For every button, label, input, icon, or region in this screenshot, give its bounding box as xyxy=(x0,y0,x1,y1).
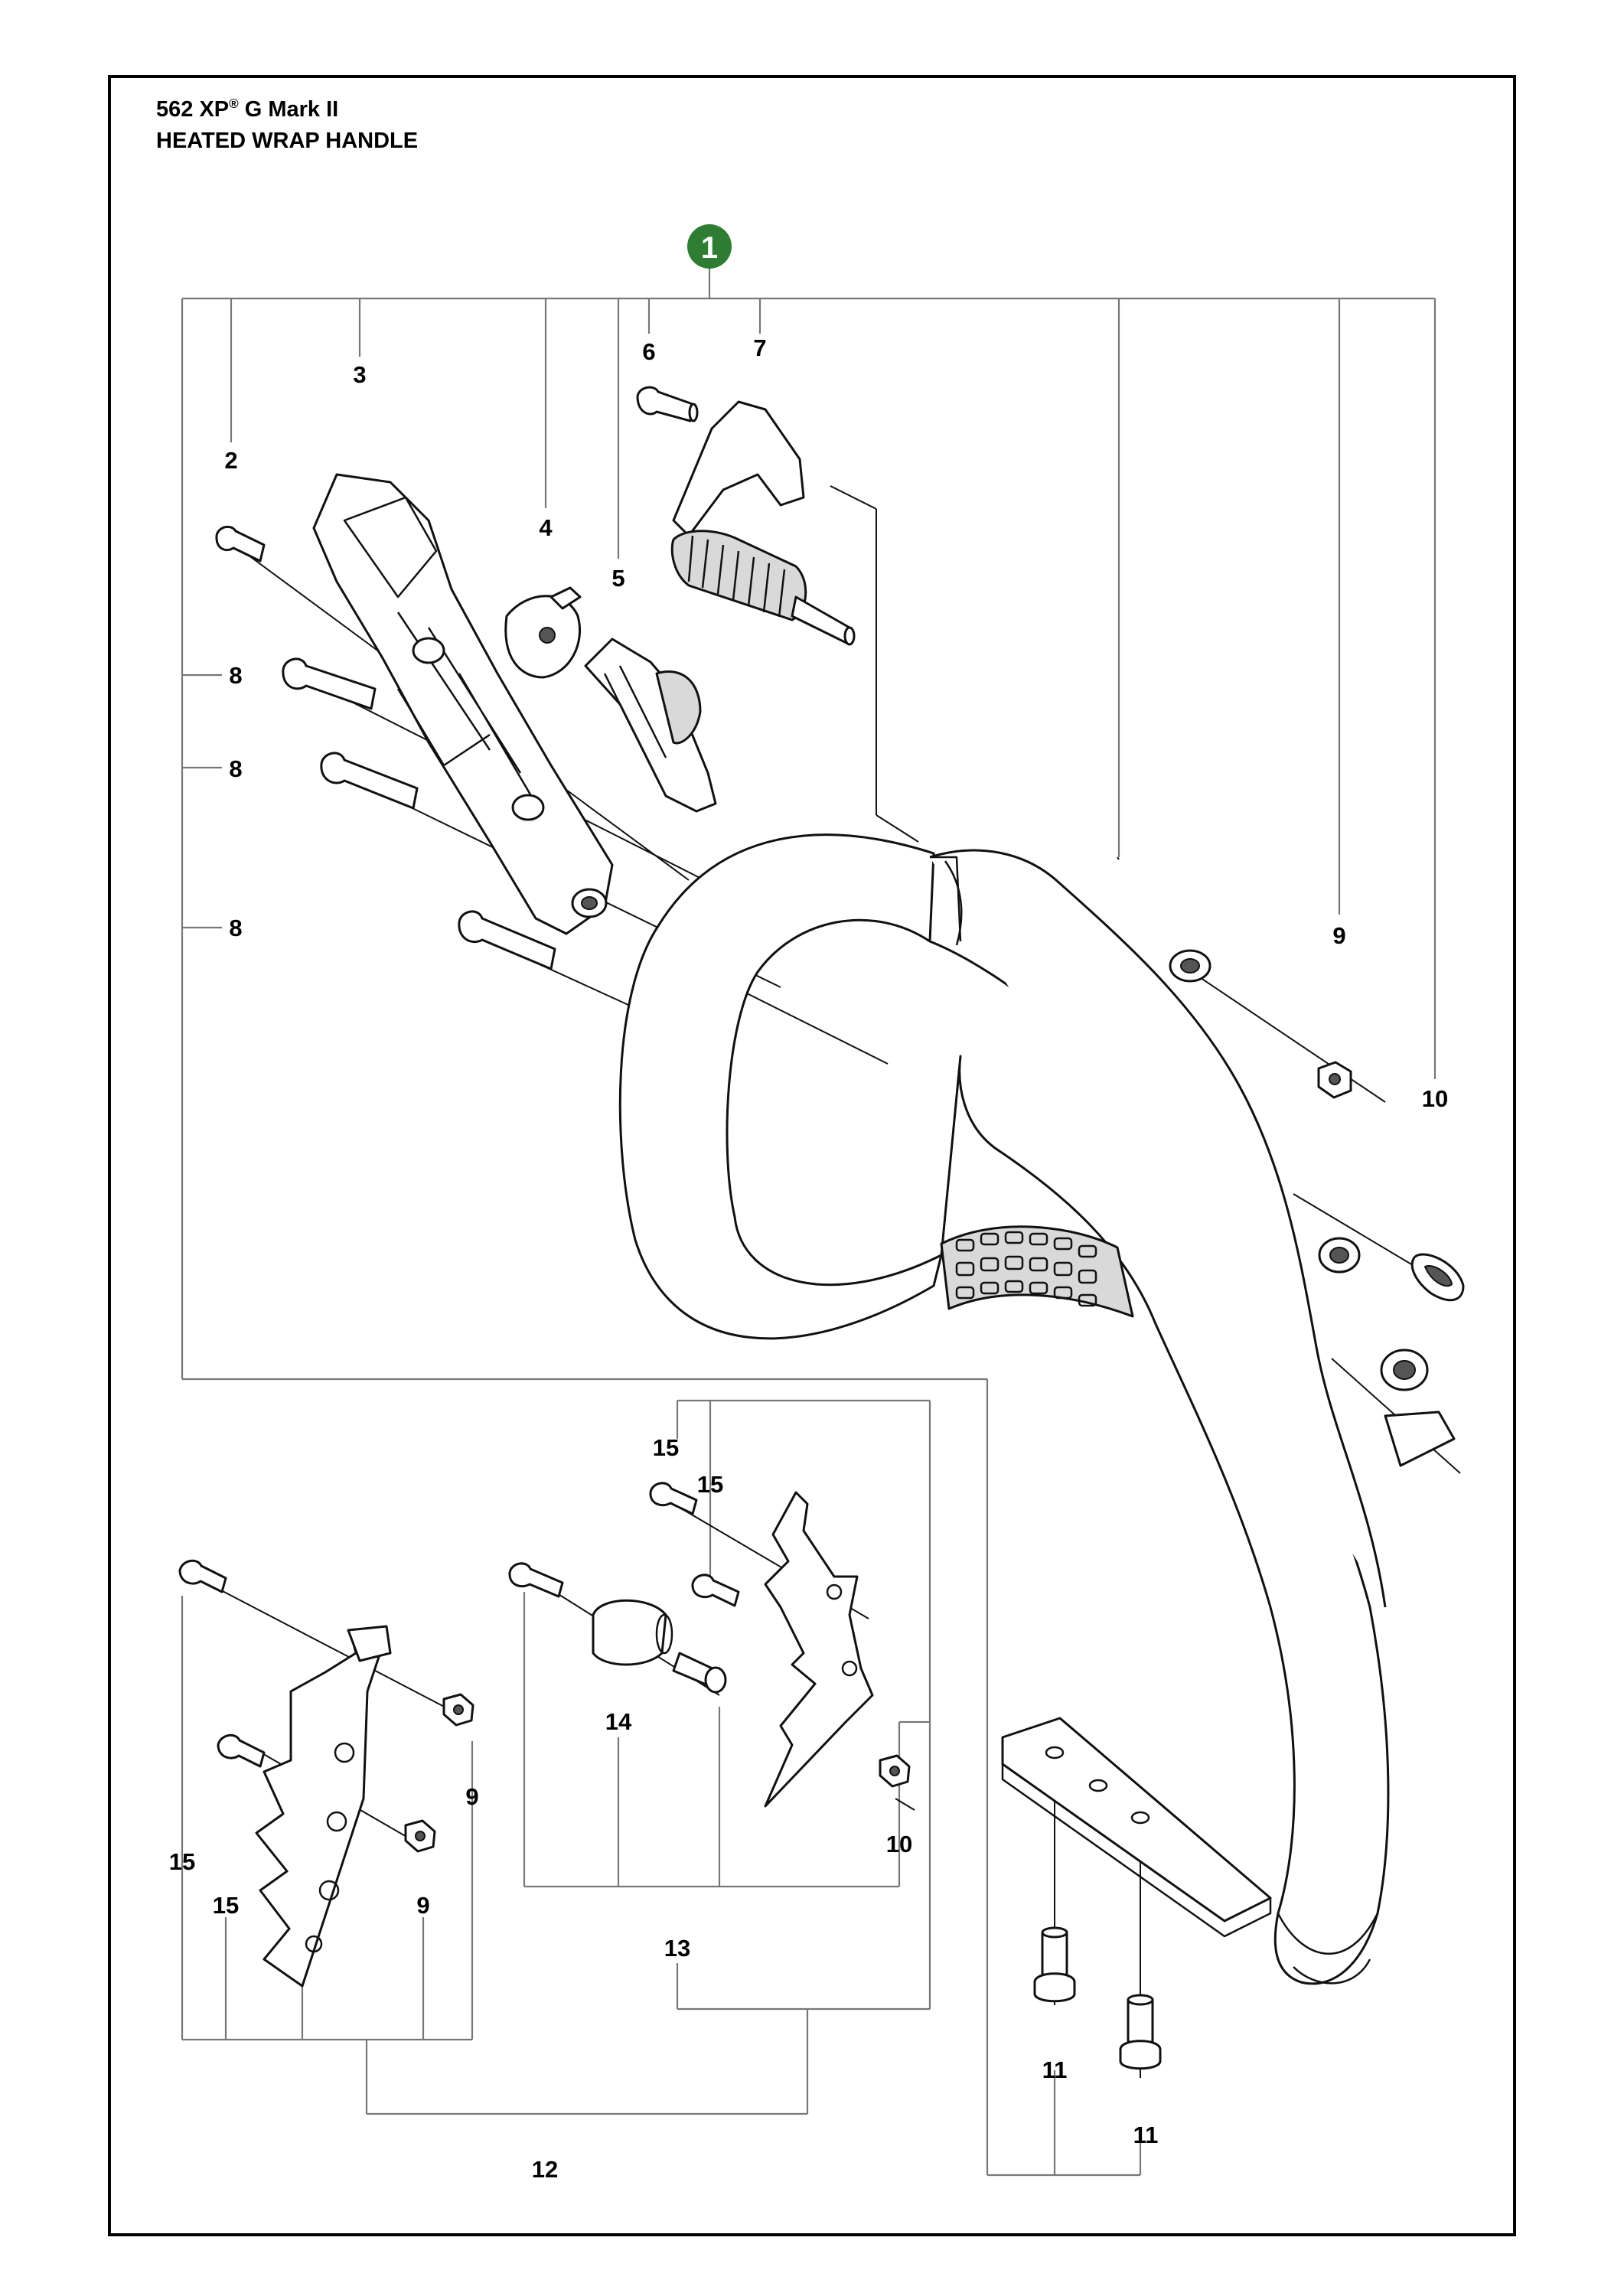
callout-14: 14 xyxy=(605,1708,632,1735)
part-5-clip xyxy=(584,638,717,813)
callout-6: 6 xyxy=(642,338,655,365)
model-title: 562 XP® G Mark II xyxy=(156,96,338,122)
mounting-plate xyxy=(1001,1717,1272,1938)
callout-15-d: 15 xyxy=(213,1892,239,1919)
bumper-spike-middle xyxy=(508,1482,911,1808)
callout-11-b: 11 xyxy=(1133,2122,1159,2148)
bracket-12 xyxy=(181,1596,809,2115)
part-11-screws xyxy=(1033,1926,1162,2070)
assembly-badge: 1 xyxy=(687,224,732,269)
part-3-bracket xyxy=(312,473,614,935)
callout-15-a: 15 xyxy=(653,1434,679,1461)
callout-2: 2 xyxy=(224,447,237,474)
svg-text:1: 1 xyxy=(701,231,718,265)
callout-4: 4 xyxy=(539,514,553,541)
callout-7: 7 xyxy=(753,334,766,361)
callout-13: 13 xyxy=(664,1935,690,1962)
heated-grip-pattern xyxy=(940,1225,1134,1318)
callout-10-a: 10 xyxy=(1422,1085,1448,1112)
callout-9-c: 9 xyxy=(416,1892,429,1919)
part-7-damper xyxy=(670,400,856,646)
callout-12: 12 xyxy=(532,2156,558,2183)
callout-5: 5 xyxy=(611,565,624,592)
handle-bosses xyxy=(1169,949,1456,1467)
assembly-bracket xyxy=(181,269,1436,2177)
part-6-screw xyxy=(636,386,699,422)
callout-8-c: 8 xyxy=(229,915,242,941)
part-4-knob xyxy=(504,586,582,679)
bracket-13 xyxy=(523,1399,931,2011)
part-2-screw xyxy=(215,525,266,563)
wrap-handle-tube xyxy=(618,833,1390,1985)
callout-15-b: 15 xyxy=(697,1471,723,1498)
callout-15-c: 15 xyxy=(169,1848,195,1875)
callout-3: 3 xyxy=(353,361,366,388)
part-8-bolts xyxy=(282,657,556,970)
diagram-subtitle: HEATED WRAP HANDLE xyxy=(156,129,418,153)
part-10-grommet xyxy=(1410,1253,1465,1302)
callout-11-a: 11 xyxy=(1042,2056,1068,2083)
page-frame xyxy=(108,75,1516,2236)
callout-9-b: 9 xyxy=(465,1783,478,1810)
callout-8-a: 8 xyxy=(229,662,242,689)
part-9-nut xyxy=(1317,1061,1352,1099)
bumper-spike-left xyxy=(178,1559,474,1988)
callout-labels: 2 3 4 5 6 7 8 8 8 9 10 15 15 14 10 13 15… xyxy=(169,334,1448,2183)
callout-9-a: 9 xyxy=(1332,922,1345,949)
callout-10-b: 10 xyxy=(886,1831,912,1857)
callout-8-b: 8 xyxy=(229,755,242,782)
